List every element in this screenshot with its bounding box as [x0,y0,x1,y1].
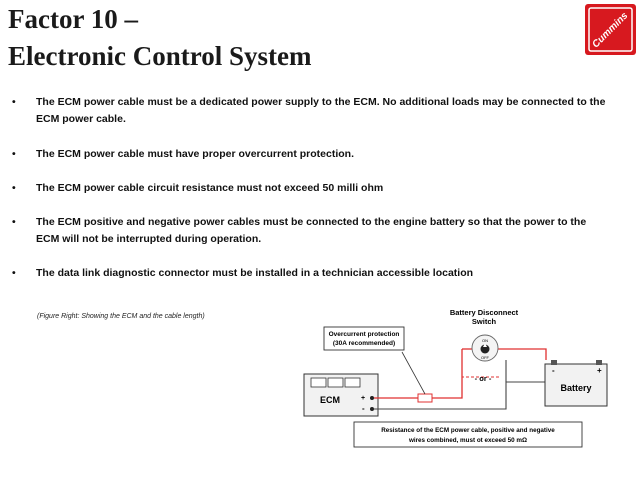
or-label: - or - [475,374,492,383]
bullet-text: The ECM power cable circuit resistance m… [36,182,384,194]
positive-wire [496,348,547,360]
resistance-note-box [353,421,583,448]
ecm-connector [344,377,361,388]
ecm-positive-terminal [370,396,374,400]
overcurrent-sublabel: (30A recommended) [333,340,395,347]
switch-arrow-icon [483,343,487,347]
switch-label: Battery Disconnect [450,308,519,317]
bullet-text: The ECM positive and negative power cabl… [36,216,587,245]
figure-caption: (Figure Right: Showing the ECM and the c… [37,313,205,320]
ecm-negative-terminal [370,407,374,411]
ecm-label: ECM [320,395,340,405]
ecm-connector [327,377,344,388]
page-title: Factor 10 – [8,4,138,34]
bullet-text: The data link diagnostic connector must … [36,267,474,279]
page-subtitle: Electronic Control System [8,41,312,71]
battery-terminal-positive [596,360,602,365]
battery-terminal-negative [551,360,557,365]
negative-wire [374,381,546,410]
bullet-text: The ECM power cable must be a dedicated … [36,96,606,125]
fuse-icon [417,393,433,403]
overcurrent-label: Overcurrent protection [329,331,400,338]
switch-knob-icon [480,344,490,354]
bullet-marker: • [12,267,16,279]
battery-box [544,363,608,407]
overcurrent-label-box [323,326,405,351]
bullet-text: The ECM power cable must have proper ove… [36,148,354,160]
battery-label: Battery [560,383,591,393]
ecm-positive-label: + [361,395,365,402]
battery-positive-label: + [597,366,602,375]
callout-line [401,351,426,395]
ecm-connector [310,377,327,388]
wiring-diagram: ECM + - Overcurrent protection (30A reco… [303,308,608,448]
switch-off-label: OFF [481,355,490,360]
ecm-negative-label: - [362,404,365,413]
bullet-marker: • [12,182,16,194]
resistance-note-sub: wires combined, must ot exceed 50 mΩ [408,437,527,444]
bullet-marker: • [12,148,16,160]
switch-on-label: ON [482,338,488,343]
cummins-logo-icon: Cummins [585,4,636,55]
switch-sublabel: Switch [472,317,497,326]
positive-wire [374,349,463,399]
battery-negative-label: - [552,366,555,375]
alternate-wire [461,376,500,398]
resistance-note: Resistance of the ECM power cable, posit… [381,427,555,434]
bullet-marker: • [12,96,16,108]
bullet-marker: • [12,216,16,228]
